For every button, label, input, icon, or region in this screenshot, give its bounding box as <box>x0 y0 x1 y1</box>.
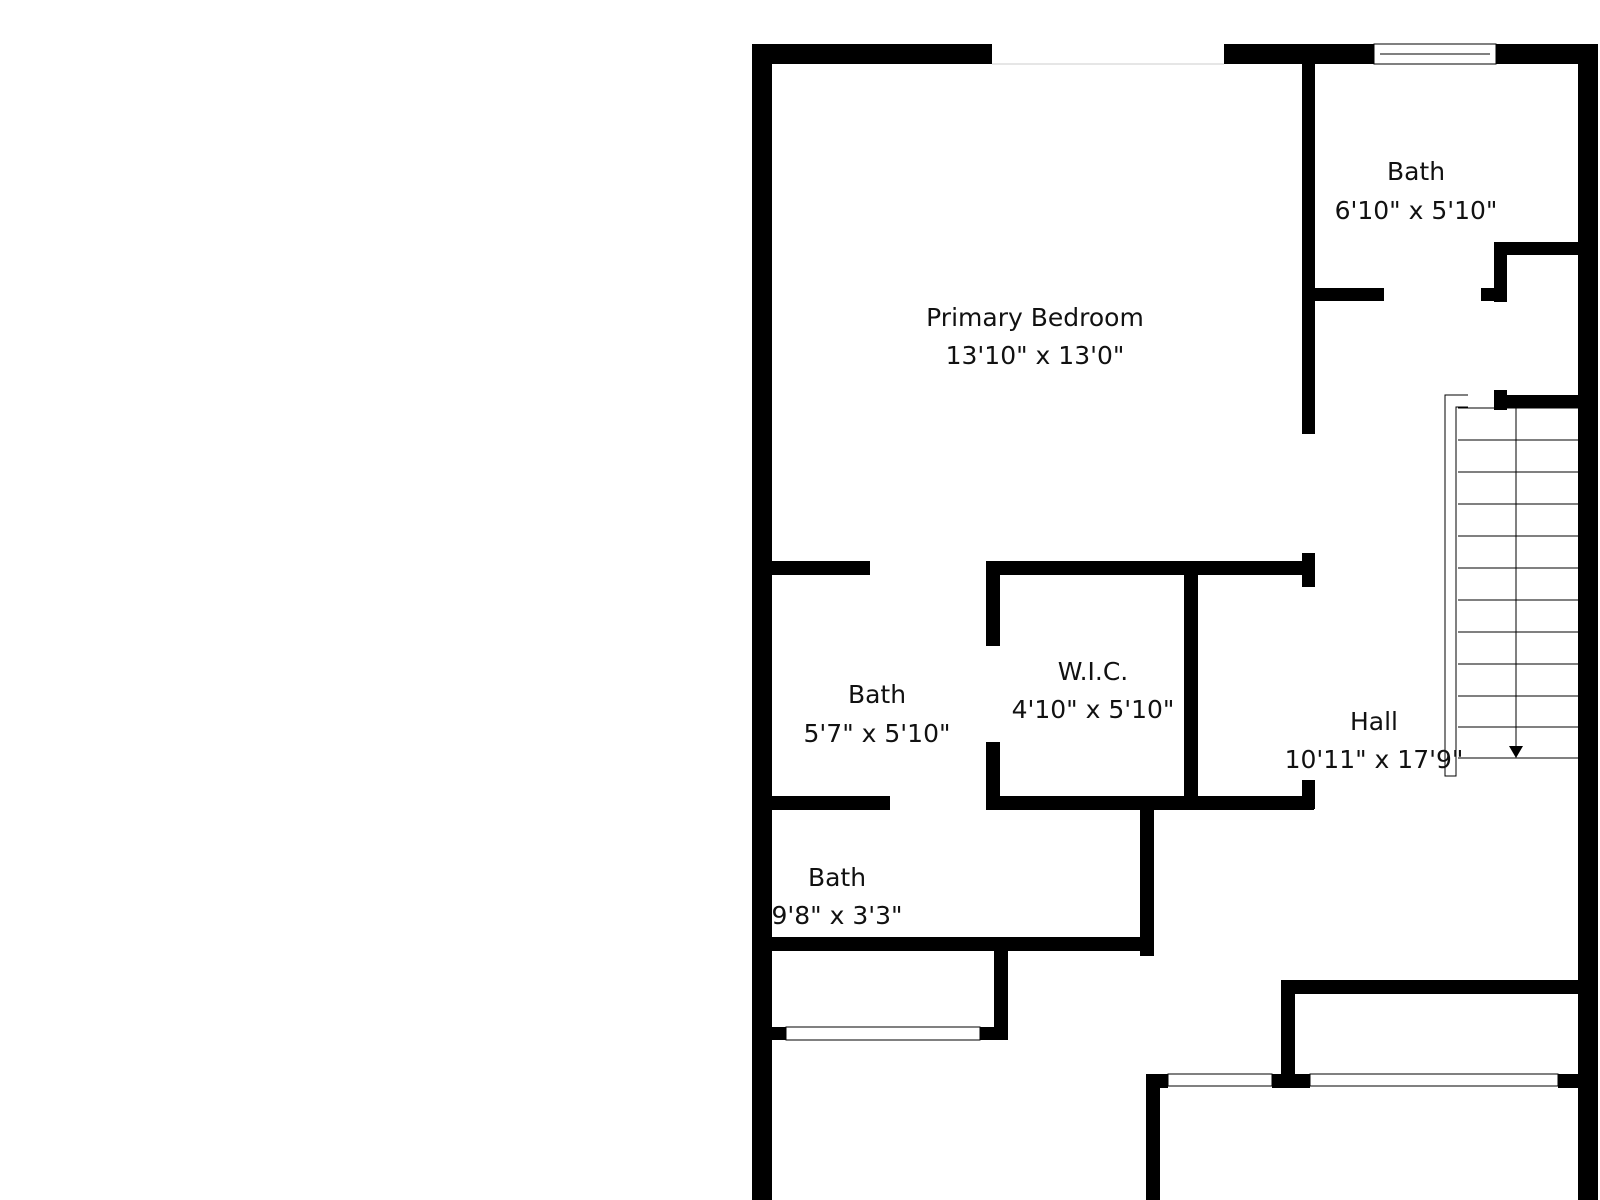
room-dims-primary-bedroom: 13'10" x 13'0" <box>946 341 1125 370</box>
room-labels: Primary Bedroom 13'10" x 13'0" Bath 6'10… <box>771 157 1497 930</box>
wall-lower-bath-bottom <box>752 937 1154 951</box>
room-dims-wic: 4'10" x 5'10" <box>1012 695 1175 724</box>
room-name-bath-middle: Bath <box>848 680 906 709</box>
closet-door-mid <box>1167 1073 1273 1087</box>
wall-top-right <box>1496 44 1598 64</box>
wall-closet-top <box>1494 242 1590 255</box>
room-name-wic: W.I.C. <box>1058 657 1129 686</box>
wall-closet-lr-bottom-right <box>1558 1074 1588 1088</box>
wall-closet-lr-top <box>1281 980 1598 994</box>
wall-bath-wic-upper <box>986 561 1000 646</box>
wall-lower-mid-stub <box>1146 1074 1168 1088</box>
room-dims-bath-top-right: 6'10" x 5'10" <box>1335 196 1498 225</box>
wall-closet-ll-bottom-left <box>752 1027 786 1040</box>
wall-top-left <box>752 44 992 64</box>
wall-bath-tr-bottom <box>1302 288 1384 301</box>
wall-top-mid <box>1224 44 1374 64</box>
wall-lower-mid <box>1146 1074 1160 1200</box>
wall-closet-lr-left <box>1281 980 1295 1088</box>
wall-closet-ll-right <box>994 944 1008 1040</box>
wall-right <box>1578 44 1598 1200</box>
walls <box>752 44 1598 1200</box>
wall-closet-left <box>1494 242 1507 302</box>
stair-arrow-icon <box>1509 746 1523 758</box>
closet-door-lr <box>1309 1073 1559 1087</box>
openings <box>785 43 1559 1087</box>
wall-closet-bottom <box>1494 395 1590 408</box>
wall-bath-wic-lower <box>986 742 1000 809</box>
wall-lower-bath-right <box>1140 796 1154 956</box>
staircase <box>1444 394 1578 777</box>
room-name-hall: Hall <box>1350 707 1398 736</box>
closet-door-ll <box>785 1026 981 1041</box>
room-dims-hall: 10'11" x 17'9" <box>1285 745 1464 774</box>
wall-left <box>752 44 772 1200</box>
wall-closet-ll-bottom-right <box>980 1027 1008 1040</box>
wall-wic-right <box>1184 561 1198 809</box>
room-name-primary-bedroom: Primary Bedroom <box>926 303 1144 332</box>
wall-bedroom-right <box>1302 54 1315 434</box>
room-dims-bath-lower: 9'8" x 3'3" <box>771 901 902 930</box>
stair-rail <box>1444 394 1468 777</box>
room-name-bath-top-right: Bath <box>1387 157 1445 186</box>
wall-bedroom-bottom-right <box>986 561 1314 575</box>
wall-bedroom-bottom-left <box>752 561 870 575</box>
room-name-bath-lower: Bath <box>808 863 866 892</box>
wall-bath-bottom-left <box>752 796 890 810</box>
room-dims-bath-middle: 5'7" x 5'10" <box>804 719 951 748</box>
wall-closet-lr-bottom-left <box>1272 1074 1310 1088</box>
